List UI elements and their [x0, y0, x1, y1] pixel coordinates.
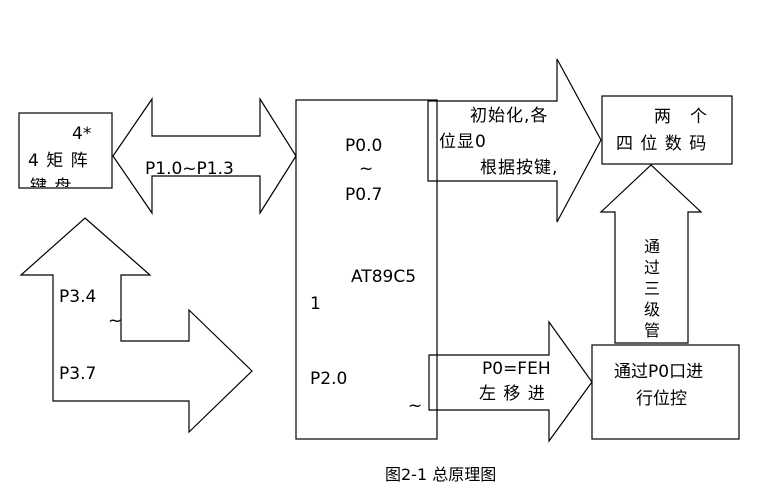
- mcu-name: AT89C5: [351, 267, 417, 287]
- display-box: [601, 95, 733, 165]
- arrow-p0-upper-line3: 根据按键,: [480, 158, 559, 178]
- arrow-p3-label-mid: ~: [108, 311, 123, 331]
- keypad-label-line1: 4*: [72, 124, 92, 144]
- arrow-p1-shape: [112, 96, 297, 216]
- arrow-up-char: 过: [643, 258, 660, 277]
- keypad-box: [18, 112, 113, 189]
- mcu-p2-top: P2.0: [310, 369, 348, 389]
- mcu-p2-mid: ~: [408, 396, 423, 416]
- display-label-line2: 四 位 数 码: [616, 134, 708, 154]
- arrow-up-shape: [599, 164, 703, 344]
- arrow-up-text: 通 过 三 级 管: [643, 236, 661, 341]
- keypad-label-line3-clip: 键 盘: [30, 177, 110, 187]
- arrow-p3-label-top: P3.4: [59, 287, 97, 307]
- mcu-p0-top: P0.0: [345, 136, 383, 156]
- mcu-box: [295, 99, 438, 440]
- mcu-p0-mid: ~: [359, 159, 374, 179]
- bit-control-box: [591, 344, 740, 440]
- display-label-line1: 两 个: [654, 107, 708, 127]
- arrow-up-char: 通: [643, 237, 660, 256]
- arrow-p0-lower-line2: 左 移 进: [479, 384, 546, 404]
- arrow-p0-upper-line2: 位显0: [439, 132, 487, 152]
- arrow-p0-upper-shape: [427, 58, 602, 223]
- keypad-label-line2: 4 矩 阵: [28, 151, 89, 171]
- arrow-up-char: 三: [643, 279, 660, 298]
- arrow-p0-lower-shape: [428, 320, 593, 443]
- arrow-up-char: 管: [643, 321, 660, 340]
- arrow-p3-shape: [19, 217, 253, 434]
- arrow-p1-label: P1.0~P1.3: [145, 159, 234, 179]
- keypad-label-line3: 键 盘: [30, 177, 73, 187]
- figure-caption: 图2-1 总原理图: [385, 465, 497, 484]
- arrow-up-char: 级: [643, 300, 660, 319]
- bit-control-line2: 行位控: [636, 389, 687, 409]
- arrow-p0-upper-line1: 初始化,各: [470, 106, 549, 126]
- mcu-p0-bottom: P0.7: [345, 185, 383, 205]
- bit-control-line1: 通过P0口进: [614, 362, 704, 382]
- arrow-p3-label-bottom: P3.7: [59, 364, 97, 384]
- arrow-p0-lower-line1: P0=FEH: [482, 359, 551, 379]
- mcu-name-suffix: 1: [310, 294, 321, 314]
